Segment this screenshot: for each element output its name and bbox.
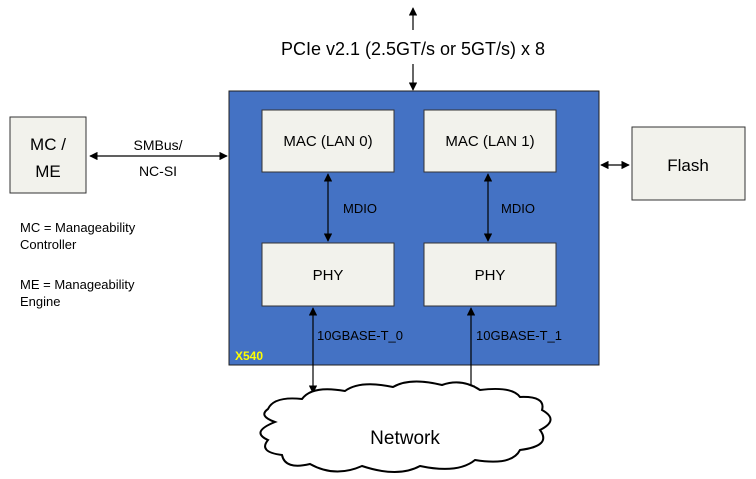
chip-label: X540 xyxy=(235,349,263,363)
mc-me-box xyxy=(9,116,87,194)
smbus-line2: NC-SI xyxy=(139,163,177,179)
mc-me-line2: ME xyxy=(35,162,61,181)
phy1-label: PHY xyxy=(475,267,506,284)
legend-mc-line1: MC = Manageability xyxy=(20,220,136,235)
mdio0-label: MDIO xyxy=(343,201,377,216)
pcie-label: PCIe v2.1 (2.5GT/s or 5GT/s) x 8 xyxy=(281,39,545,59)
mac-lan0-label: MAC (LAN 0) xyxy=(283,133,372,150)
network-cloud xyxy=(259,380,552,473)
mdio1-label: MDIO xyxy=(501,201,535,216)
flash-label: Flash xyxy=(667,156,709,175)
legend-mc-line2: Controller xyxy=(20,237,77,252)
phy0-box xyxy=(261,242,395,307)
port1-label: 10GBASE-T_1 xyxy=(476,328,562,343)
legend-me-line2: Engine xyxy=(20,294,60,309)
mc-me-line1: MC / xyxy=(30,135,66,154)
mac-lan0-box xyxy=(261,109,395,173)
mac-lan1-label: MAC (LAN 1) xyxy=(445,133,534,150)
network-label: Network xyxy=(370,428,440,449)
phy1-box xyxy=(423,242,557,307)
smbus-line1: SMBus/ xyxy=(133,137,182,153)
flash-box xyxy=(631,126,746,201)
mac-lan1-box xyxy=(423,109,557,173)
legend-me-line1: ME = Manageability xyxy=(20,277,135,292)
port0-label: 10GBASE-T_0 xyxy=(317,328,403,343)
phy0-label: PHY xyxy=(313,267,344,284)
